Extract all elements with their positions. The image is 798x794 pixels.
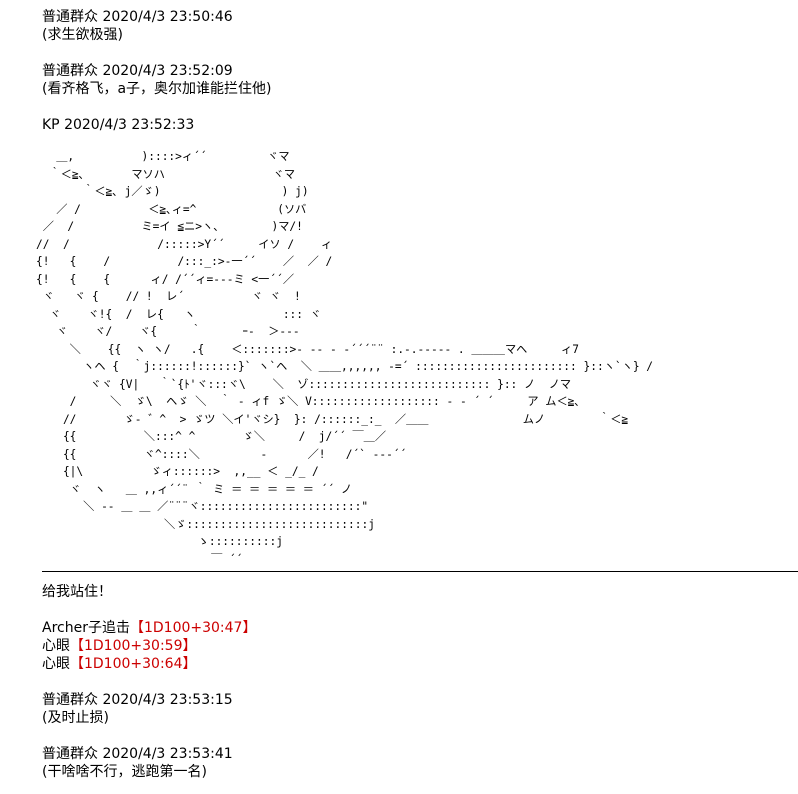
dice-roll-label: 心眼 bbox=[42, 656, 70, 672]
dice-roll-label: Archer子追击 bbox=[42, 620, 130, 636]
reply-text: 给我站住！ bbox=[42, 584, 112, 600]
dice-roll-line: Archer子追击【1D100+30:47】 bbox=[42, 619, 256, 637]
dice-roll-line: 心眼【1D100+30:59】 bbox=[42, 637, 197, 655]
ascii-art: ＿, )::::>ィ´´ ヾマ ｀＜≧､ マソハ ヾマ ｀＜≧､ j／ゞ) ) … bbox=[36, 150, 654, 566]
post-text: (干啥啥不行，逃跑第一名) bbox=[42, 764, 207, 780]
dice-roll-value: 【1D100+30:59】 bbox=[70, 638, 197, 654]
post-header: 普通群众 2020/4/3 23:50:46 bbox=[42, 9, 233, 25]
dice-roll-label: 心眼 bbox=[42, 638, 70, 654]
post-header: KP 2020/4/3 23:52:33 bbox=[42, 117, 195, 133]
post-header: 普通群众 2020/4/3 23:52:09 bbox=[42, 63, 233, 79]
separator-line bbox=[42, 571, 798, 572]
dice-roll-value: 【1D100+30:47】 bbox=[129, 620, 257, 636]
post-text: (求生欲极强) bbox=[42, 27, 123, 43]
post-text: (及时止损) bbox=[42, 710, 109, 726]
post-text: (看齐格飞，a子，奥尔加谁能拦住他) bbox=[42, 81, 272, 97]
dice-roll-value: 【1D100+30:64】 bbox=[70, 656, 197, 672]
post-header: 普通群众 2020/4/3 23:53:15 bbox=[42, 692, 233, 708]
dice-roll-line: 心眼【1D100+30:64】 bbox=[42, 655, 197, 673]
post-header: 普通群众 2020/4/3 23:53:41 bbox=[42, 746, 233, 762]
